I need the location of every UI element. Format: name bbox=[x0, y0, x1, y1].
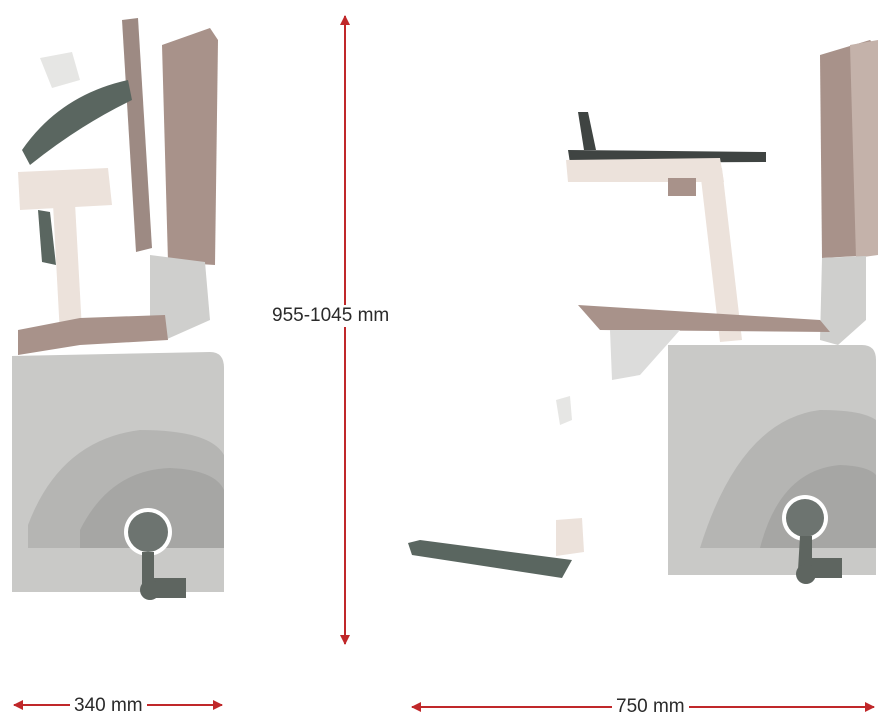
folded-stairlift bbox=[12, 18, 224, 600]
folded-frame-upright bbox=[52, 185, 82, 335]
open-wheel bbox=[786, 499, 824, 537]
folded-backrest bbox=[162, 28, 218, 265]
open-roller bbox=[796, 564, 816, 584]
folded-width-label: 340 mm bbox=[70, 695, 147, 717]
open-width-label: 750 mm bbox=[612, 696, 689, 718]
height-label: 955-1045 mm bbox=[268, 305, 394, 327]
open-footrest-link bbox=[556, 396, 572, 425]
open-stairlift bbox=[408, 40, 878, 584]
open-armrest-base bbox=[566, 158, 724, 182]
folded-armrest-pad bbox=[22, 80, 132, 165]
folded-roller bbox=[140, 580, 160, 600]
open-backrest-side bbox=[850, 40, 878, 258]
open-footrest bbox=[408, 540, 572, 578]
open-armrest-handle bbox=[578, 112, 596, 150]
folded-armrest-tip bbox=[40, 52, 80, 88]
open-seat bbox=[578, 305, 830, 332]
open-armrest-joint bbox=[668, 178, 696, 196]
folded-backrest-side bbox=[122, 18, 152, 252]
folded-seat bbox=[18, 315, 168, 355]
folded-armrest-lower bbox=[38, 210, 56, 265]
open-footrest-hinge bbox=[556, 518, 584, 556]
folded-body-arc-inner bbox=[80, 468, 224, 548]
open-column bbox=[820, 256, 866, 345]
folded-wheel bbox=[128, 512, 168, 552]
open-frame-upright bbox=[700, 168, 742, 342]
open-seat-shadow bbox=[610, 330, 680, 380]
